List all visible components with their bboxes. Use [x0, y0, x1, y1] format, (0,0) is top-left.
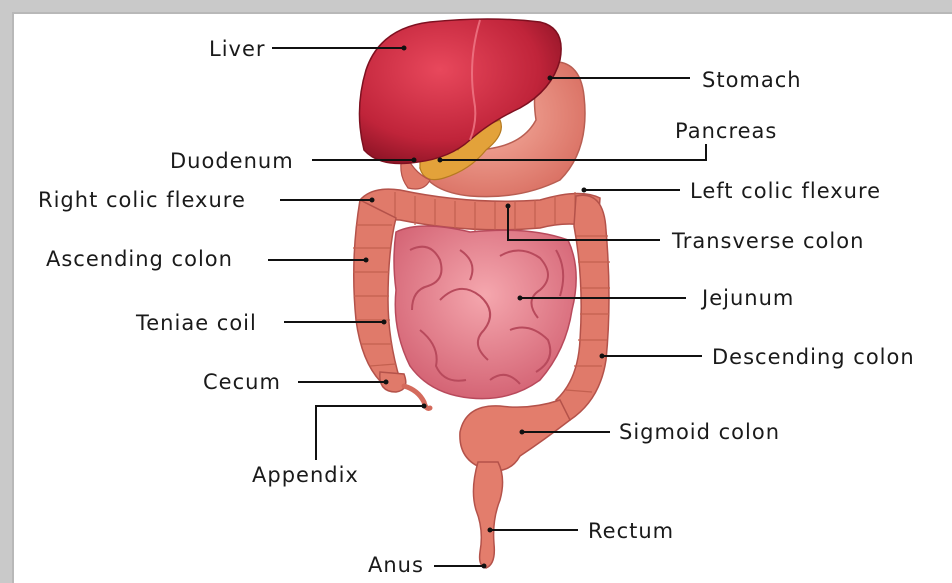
organs-illustration	[353, 19, 610, 568]
label-stomach: Stomach	[702, 68, 802, 92]
label-jejunum: Jejunum	[700, 286, 794, 310]
label-appendix: Appendix	[252, 463, 359, 487]
label-cecum: Cecum	[203, 370, 281, 394]
label-sigmoid-colon: Sigmoid colon	[619, 420, 780, 444]
label-anus: Anus	[368, 553, 424, 577]
label-ascending-colon: Ascending colon	[46, 247, 233, 271]
label-descending-colon: Descending colon	[712, 345, 915, 369]
label-right-colic-flexure: Right colic flexure	[38, 188, 246, 212]
label-transverse-colon: Transverse colon	[671, 229, 864, 253]
label-teniae-coil: Teniae coil	[135, 311, 257, 335]
sigmoid-colon-shape	[460, 400, 570, 471]
label-duodenum: Duodenum	[170, 149, 294, 173]
small-intestine-shape	[394, 226, 576, 399]
label-liver: Liver	[209, 37, 266, 61]
label-rectum: Rectum	[588, 519, 674, 543]
label-pancreas: Pancreas	[675, 119, 777, 143]
ascending-colon-shape	[354, 200, 400, 385]
rectum-shape	[473, 462, 502, 568]
label-left-colic-flexure: Left colic flexure	[690, 179, 881, 203]
